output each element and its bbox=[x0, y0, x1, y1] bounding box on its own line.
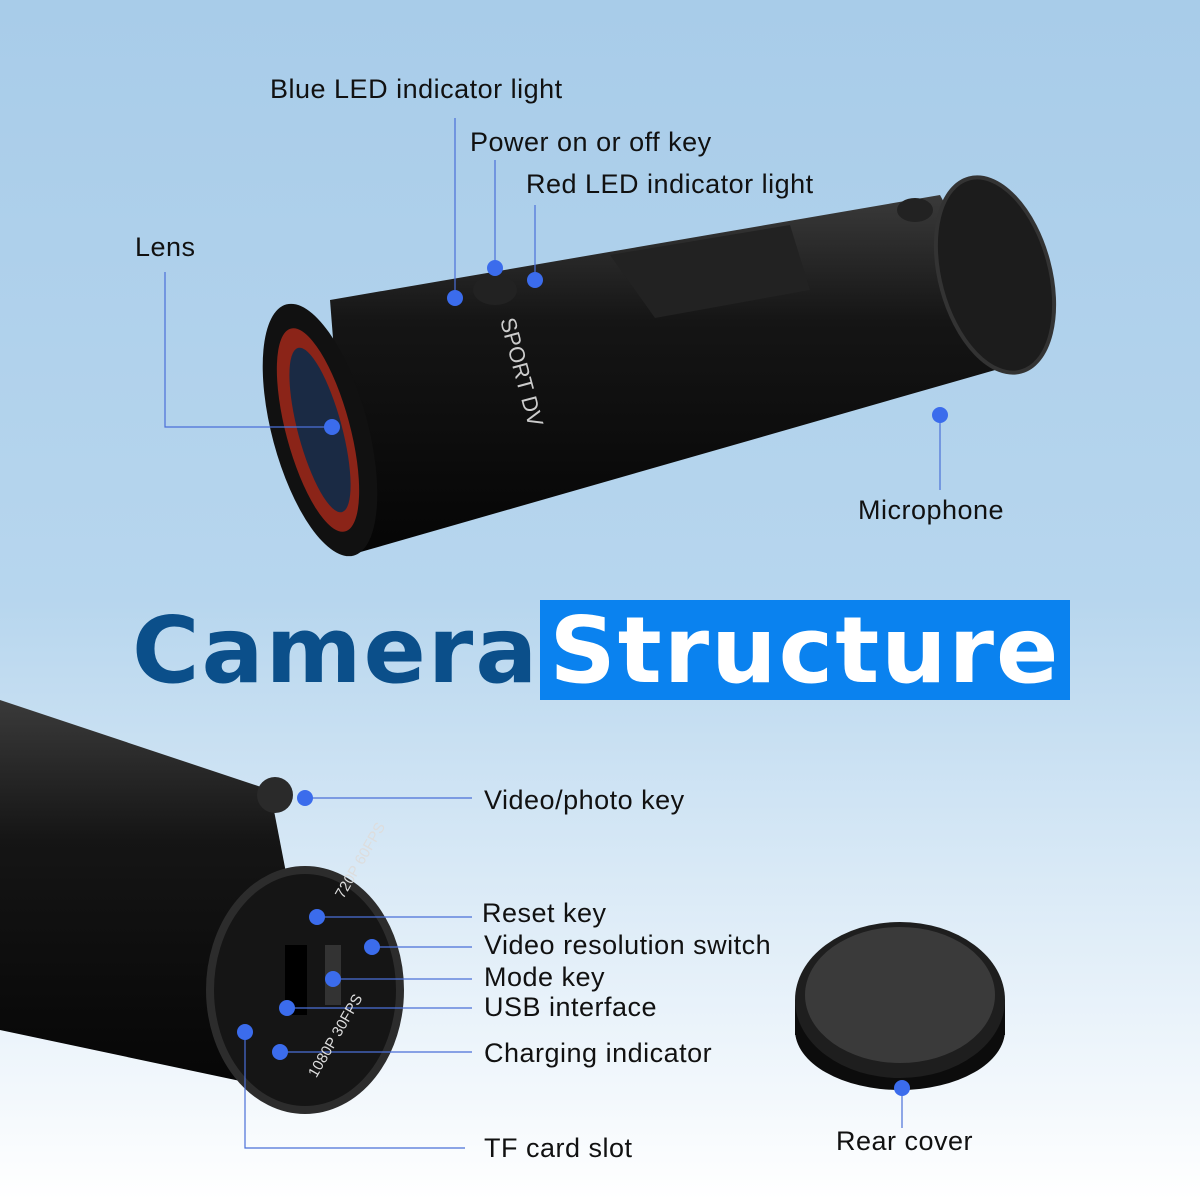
label-charging-indicator: Charging indicator bbox=[484, 1038, 713, 1068]
label-tf-card-slot: TF card slot bbox=[484, 1133, 633, 1163]
label-video-photo-key: Video/photo key bbox=[484, 785, 685, 815]
title-camera: Camera bbox=[132, 596, 540, 704]
label-mode-key: Mode key bbox=[484, 962, 606, 992]
label-blue-led: Blue LED indicator light bbox=[270, 74, 563, 104]
label-usb-interface: USB interface bbox=[484, 992, 658, 1022]
label-reset-key: Reset key bbox=[482, 898, 607, 928]
bottom-camera bbox=[0, 700, 404, 1114]
leader-lines bbox=[164, 118, 941, 1149]
title-structure: Structure bbox=[540, 597, 1070, 704]
top-camera: SPORT DV bbox=[262, 175, 1057, 557]
label-video-resolution-switch: Video resolution switch bbox=[484, 930, 772, 960]
label-red-led: Red LED indicator light bbox=[526, 169, 814, 199]
marker-dots bbox=[237, 260, 948, 1096]
label-microphone: Microphone bbox=[858, 495, 1005, 525]
label-rear-cover: Rear cover bbox=[836, 1126, 974, 1156]
label-lens: Lens bbox=[135, 232, 196, 262]
rear-cover-image bbox=[795, 922, 1005, 1090]
label-power-key: Power on or off key bbox=[470, 127, 712, 157]
